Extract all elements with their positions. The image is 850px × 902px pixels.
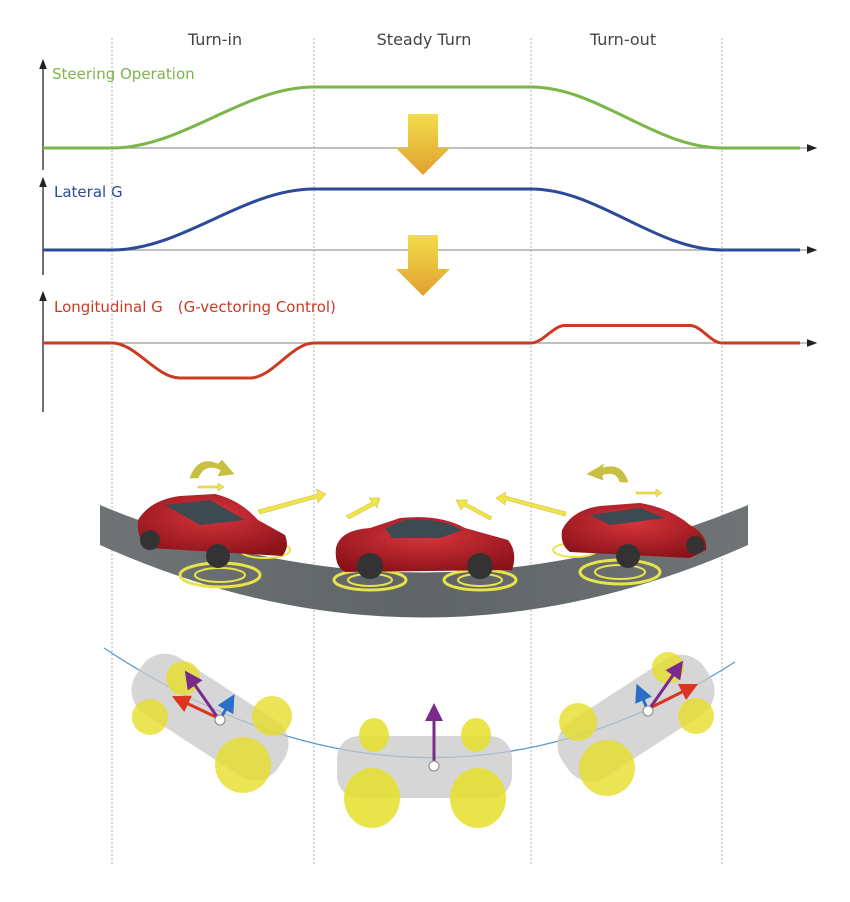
center-of-gravity-icon — [428, 760, 440, 772]
wheel — [686, 536, 704, 554]
motion-arrow-icon — [455, 499, 493, 521]
yaw-arrow-icon — [197, 482, 225, 492]
wheel — [467, 553, 493, 579]
down-arrow-icon — [396, 114, 450, 175]
graph-lines — [42, 85, 801, 380]
curved-road — [100, 505, 748, 618]
car-turn-in — [137, 494, 291, 589]
motion-arrows — [189, 459, 663, 521]
tire-load-circle — [252, 696, 292, 736]
force-vector-purple — [184, 670, 220, 719]
top-view-turn-out — [557, 652, 715, 796]
wheel — [140, 530, 160, 550]
tire-load-circle — [559, 703, 597, 741]
motion-arrow-icon — [257, 488, 327, 515]
force-vector-purple — [648, 660, 684, 709]
top-view-steady-turn — [337, 703, 512, 828]
tire-load-circle — [166, 661, 200, 695]
yaw-arrow-icon — [586, 463, 629, 483]
longitudinal-graph-title: Longitudinal G (G-vectoring Control) — [54, 298, 336, 316]
top-view-turn-in — [131, 653, 292, 793]
tire-load-circle — [461, 718, 491, 752]
car-windows — [385, 519, 462, 538]
car-windows — [165, 500, 245, 525]
tire-load-circle — [450, 768, 506, 828]
longitudinal-g-line — [43, 324, 800, 380]
force-vector-blue — [217, 694, 235, 717]
tire-glow — [194, 567, 246, 583]
force-vector-red — [171, 695, 219, 720]
car-windows — [590, 508, 665, 525]
tire-load-circle — [652, 652, 684, 684]
wheel — [357, 553, 383, 579]
down-arrow-icon — [396, 235, 450, 296]
motion-arrow-icon — [495, 491, 567, 517]
wheel — [616, 544, 640, 568]
tire-glow — [594, 564, 646, 580]
steering-graph-title: Steering Operation — [52, 65, 195, 83]
car-steady-turn — [332, 517, 518, 592]
force-vector-blue — [635, 683, 652, 707]
phase-label-turn-out: Turn-out — [589, 30, 657, 49]
tire-load-circle — [579, 740, 635, 796]
car-turn-out — [552, 503, 707, 586]
motion-arrow-icon — [345, 497, 381, 520]
tire-load-circle — [132, 699, 168, 735]
tire-load-circle — [344, 768, 400, 828]
center-of-gravity-icon — [642, 705, 654, 717]
tire-load-circle — [215, 737, 271, 793]
phase-label-steady-turn: Steady Turn — [376, 30, 472, 49]
tire-load-circle — [359, 718, 389, 752]
phase-dividers — [111, 38, 723, 865]
center-of-gravity-icon — [214, 714, 226, 726]
yaw-arrow-icon — [189, 459, 235, 479]
tire-load-circle — [678, 698, 714, 734]
force-vector-red — [649, 683, 699, 710]
lateral-graph-title: Lateral G — [54, 183, 123, 201]
wheel — [206, 544, 230, 568]
yaw-arrow-icon — [635, 488, 663, 498]
phase-label-turn-in: Turn-in — [187, 30, 243, 49]
